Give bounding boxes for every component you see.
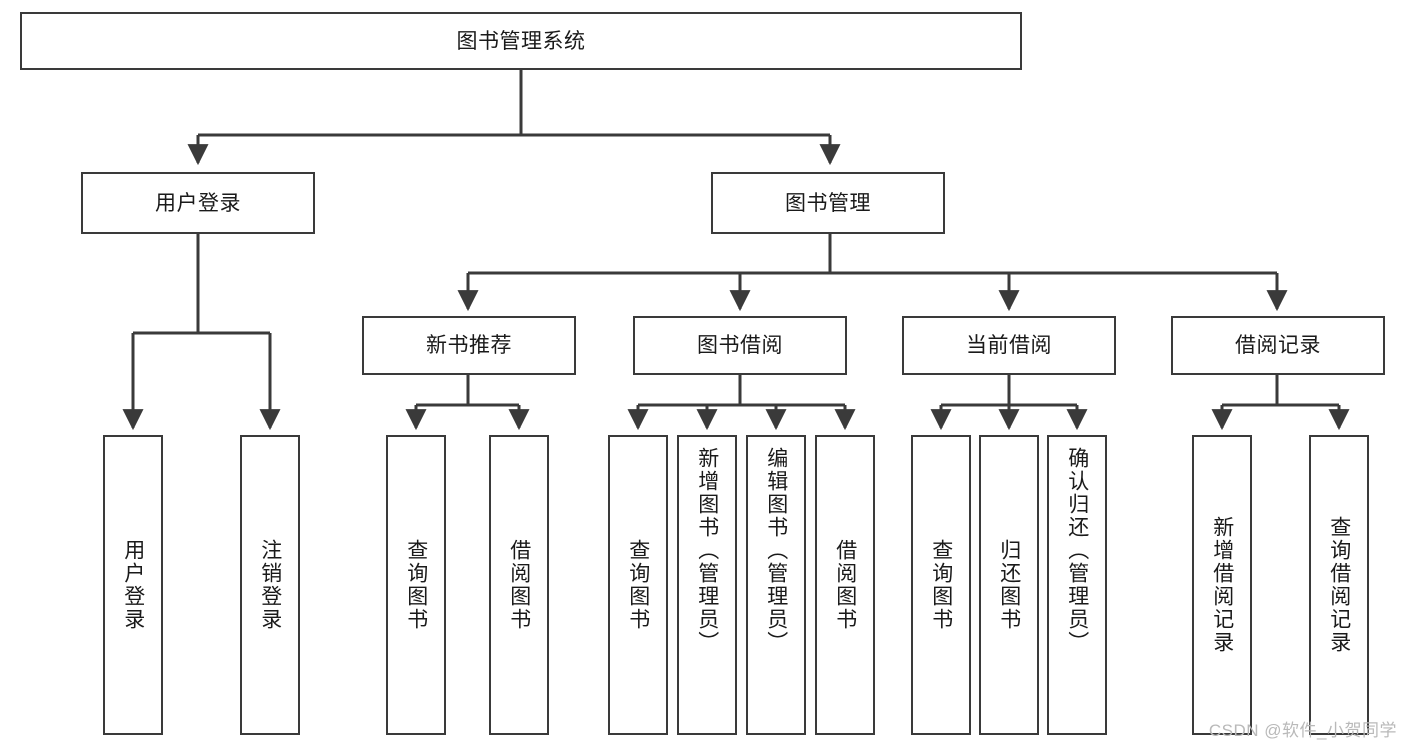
node-user-login-label: 用户登录 xyxy=(155,191,241,215)
node-current-borrow-label: 当前借阅 xyxy=(966,334,1052,357)
leaf-cb-confirm-return[interactable]: 确认归还（管理员） xyxy=(1047,435,1107,735)
leaf-bb-query-book-label: 查询图书 xyxy=(626,539,650,631)
leaf-user-login-label: 用户登录 xyxy=(121,539,145,631)
leaf-br-query-record[interactable]: 查询借阅记录 xyxy=(1309,435,1369,735)
leaf-bb-edit-book[interactable]: 编辑图书（管理员） xyxy=(746,435,806,735)
node-borrow-record[interactable]: 借阅记录 xyxy=(1171,316,1385,375)
node-user-login[interactable]: 用户登录 xyxy=(81,172,315,234)
leaf-bb-borrow-book[interactable]: 借阅图书 xyxy=(815,435,875,735)
leaf-nb-query-book[interactable]: 查询图书 xyxy=(386,435,446,735)
leaf-br-add-record[interactable]: 新增借阅记录 xyxy=(1192,435,1252,735)
leaf-cb-return-book-label: 归还图书 xyxy=(997,539,1021,631)
leaf-bb-add-book-label: 新增图书（管理员） xyxy=(695,447,719,654)
node-borrow-record-label: 借阅记录 xyxy=(1235,334,1321,357)
node-book-manage[interactable]: 图书管理 xyxy=(711,172,945,234)
node-root[interactable]: 图书管理系统 xyxy=(20,12,1022,70)
node-book-borrow[interactable]: 图书借阅 xyxy=(633,316,847,375)
node-current-borrow[interactable]: 当前借阅 xyxy=(902,316,1116,375)
leaf-br-add-record-label: 新增借阅记录 xyxy=(1210,516,1234,654)
leaf-cb-confirm-return-label: 确认归还（管理员） xyxy=(1065,447,1089,654)
leaf-cb-query-book-label: 查询图书 xyxy=(929,539,953,631)
watermark-text: CSDN @软件_小贺同学 xyxy=(1208,721,1397,740)
leaf-nb-borrow-book-label: 借阅图书 xyxy=(507,539,531,631)
leaf-bb-edit-book-label: 编辑图书（管理员） xyxy=(764,447,788,654)
node-root-label: 图书管理系统 xyxy=(456,29,586,53)
leaf-cb-query-book[interactable]: 查询图书 xyxy=(911,435,971,735)
node-book-borrow-label: 图书借阅 xyxy=(697,334,783,357)
leaf-br-query-record-label: 查询借阅记录 xyxy=(1327,516,1351,654)
leaf-cb-return-book[interactable]: 归还图书 xyxy=(979,435,1039,735)
leaf-nb-query-book-label: 查询图书 xyxy=(404,539,428,631)
leaf-logout-label: 注销登录 xyxy=(258,539,282,631)
leaf-bb-query-book[interactable]: 查询图书 xyxy=(608,435,668,735)
node-new-book-recommend[interactable]: 新书推荐 xyxy=(362,316,576,375)
node-book-manage-label: 图书管理 xyxy=(785,191,871,215)
leaf-user-login[interactable]: 用户登录 xyxy=(103,435,163,735)
leaf-bb-borrow-book-label: 借阅图书 xyxy=(833,539,857,631)
leaf-bb-add-book[interactable]: 新增图书（管理员） xyxy=(677,435,737,735)
node-new-book-recommend-label: 新书推荐 xyxy=(426,334,512,357)
leaf-nb-borrow-book[interactable]: 借阅图书 xyxy=(489,435,549,735)
leaf-logout[interactable]: 注销登录 xyxy=(240,435,300,735)
